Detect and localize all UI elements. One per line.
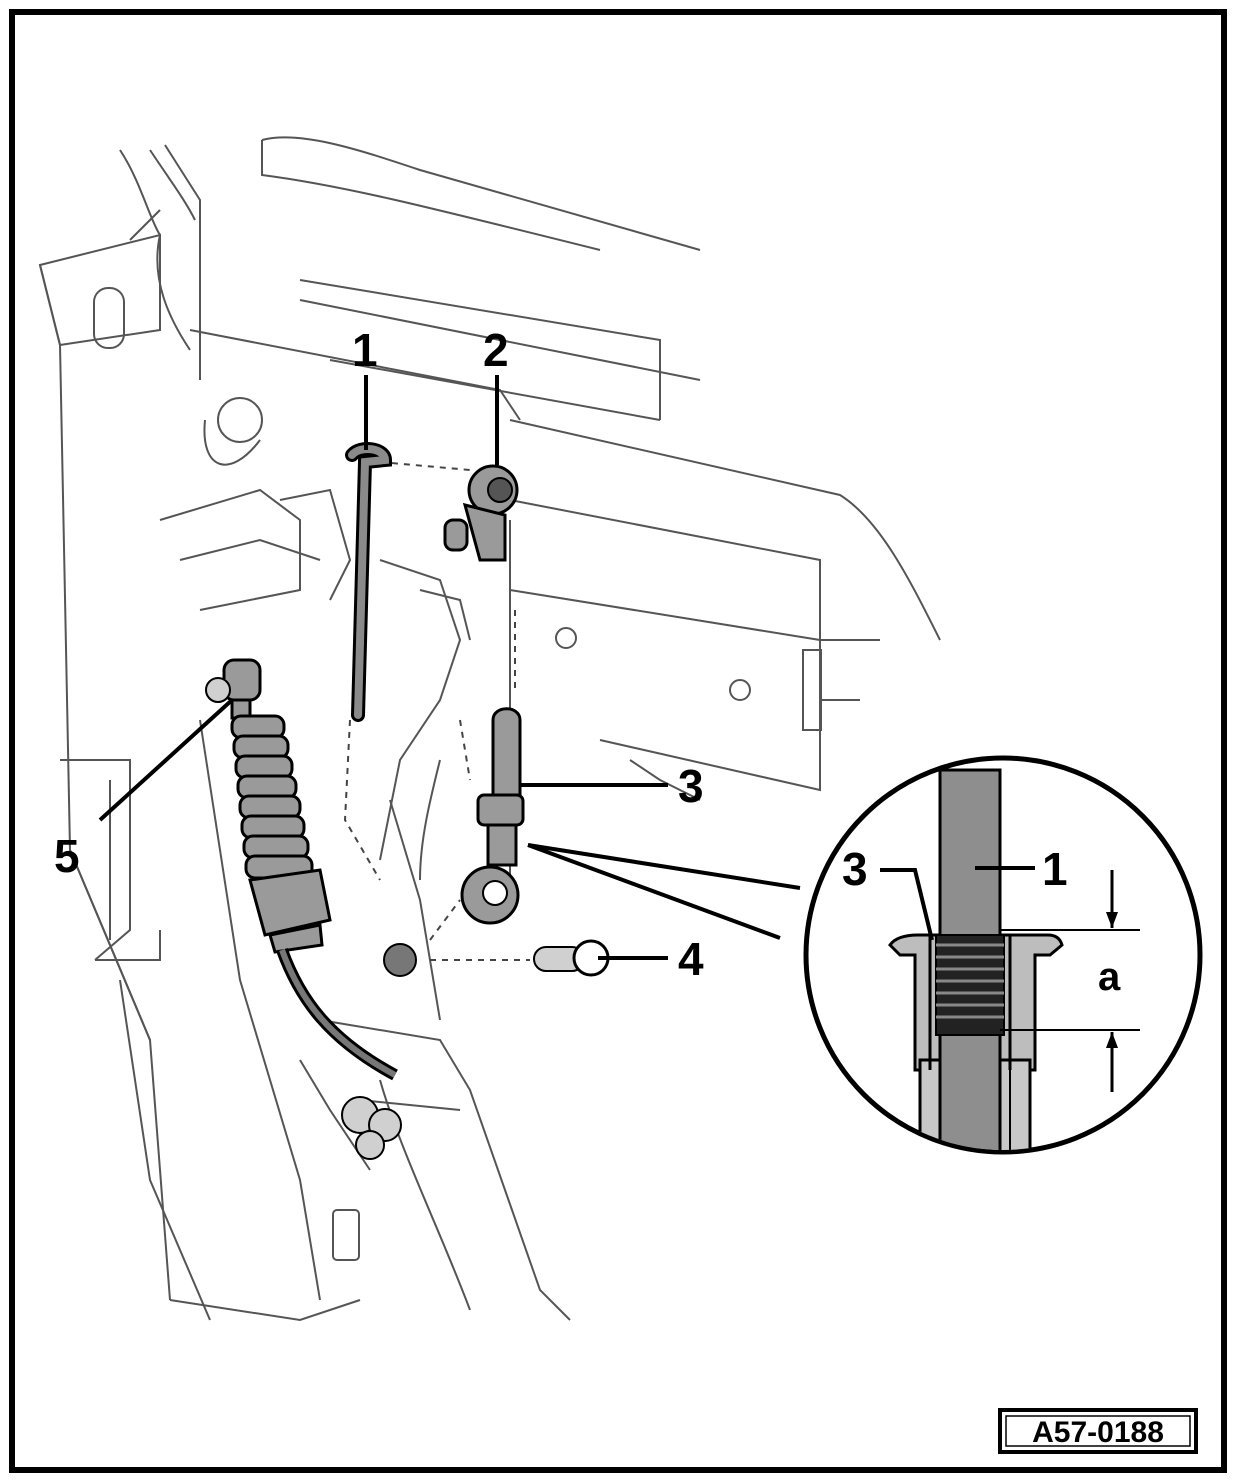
- callout-4: 4: [678, 933, 704, 985]
- detail-callout-1: 1: [1042, 843, 1068, 895]
- detail-view: [803, 755, 1203, 1155]
- figure-id: A57-0188: [1032, 1416, 1164, 1449]
- callout-2: 2: [483, 324, 509, 376]
- cable-boot: [230, 714, 314, 880]
- grommet: [383, 943, 417, 977]
- figure-id-box: A57-0188: [998, 1408, 1198, 1454]
- lower-bolt: [341, 1096, 402, 1160]
- part-cable: [205, 658, 398, 1081]
- door-structure: [38, 136, 941, 1322]
- callout-3: 3: [678, 760, 704, 812]
- callout-1: 1: [352, 324, 378, 376]
- dimension-label: a: [1098, 955, 1121, 999]
- outer-border: [9, 9, 1227, 1473]
- part-rod: [345, 442, 393, 722]
- detail-threads: [935, 934, 1005, 1036]
- part-pin: [533, 939, 610, 977]
- detail-callout-3: 3: [842, 843, 868, 895]
- leader-lines: [98, 375, 801, 960]
- part-adjuster: [460, 707, 525, 925]
- assembly-lines: [343, 461, 530, 961]
- dimension-a: [1000, 870, 1140, 1092]
- part-clip: [443, 464, 519, 562]
- callout-5: 5: [54, 830, 80, 882]
